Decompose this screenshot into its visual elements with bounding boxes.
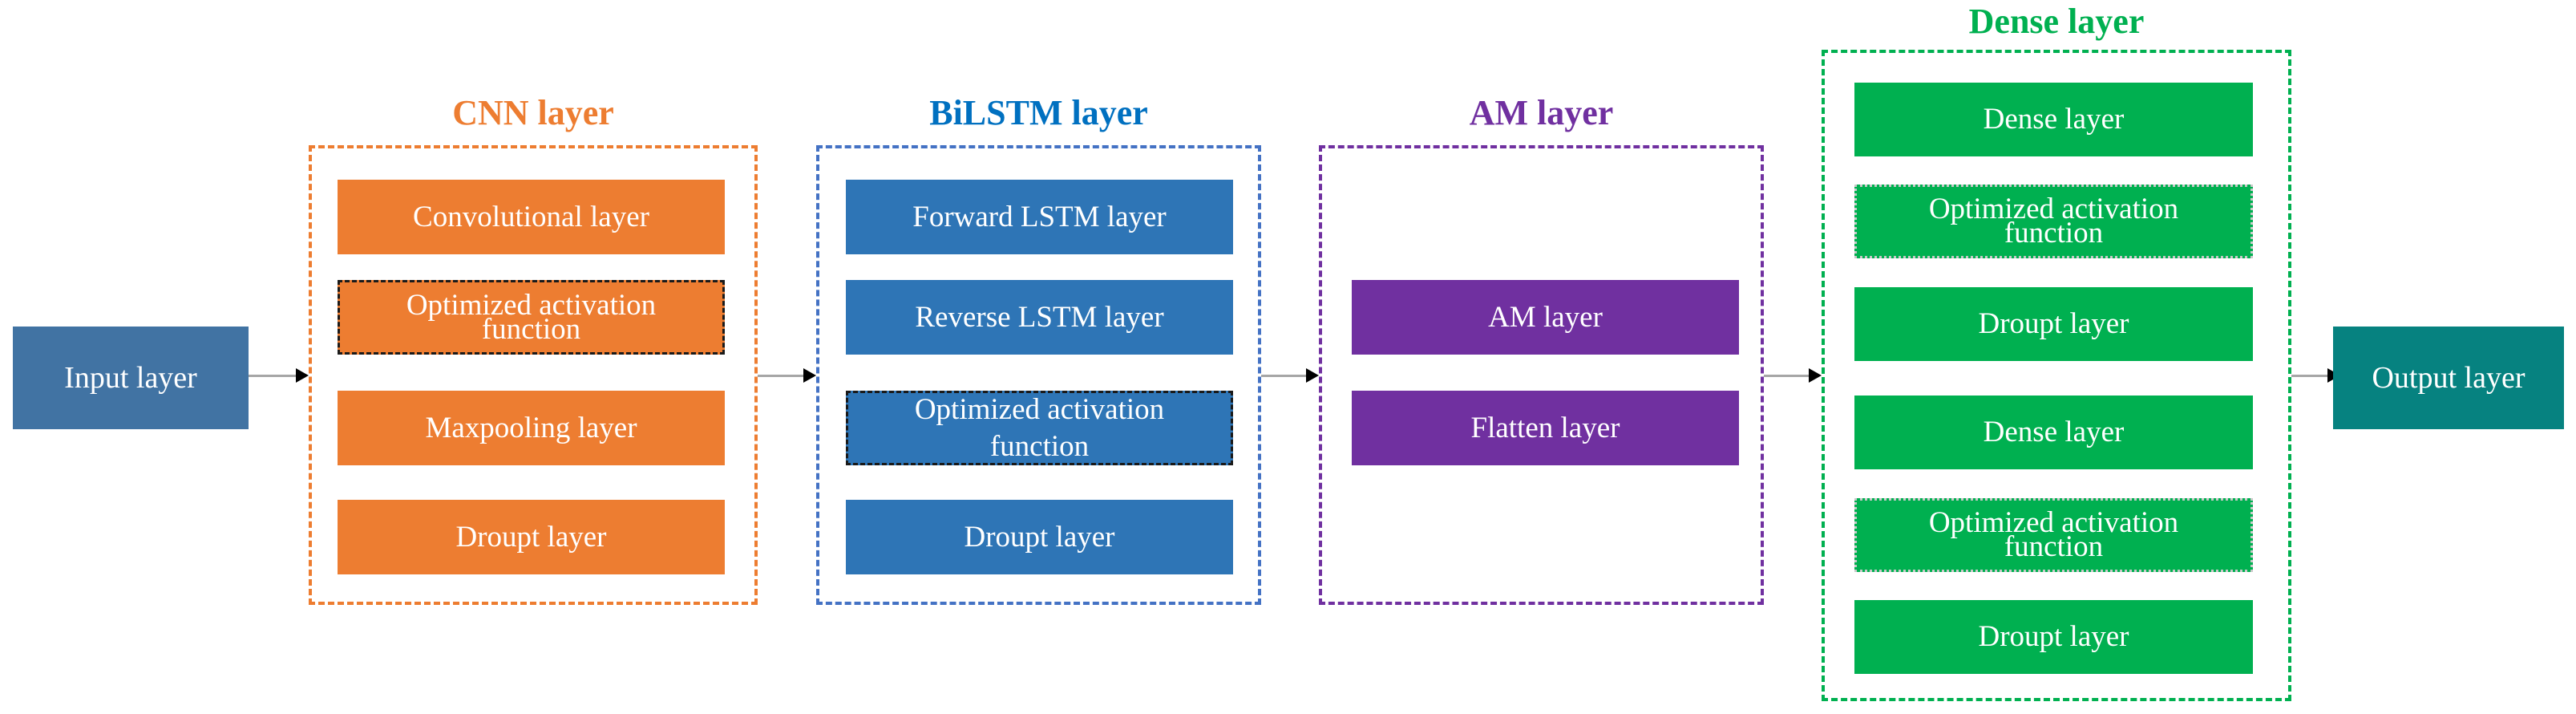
arrow-line	[1764, 375, 1811, 377]
bilstm-group: Forward LSTM layer Reverse LSTM layer Op…	[816, 145, 1261, 605]
bilstm-group-title: BiLSTM layer	[929, 93, 1148, 132]
arrow-cnn-to-bilstm	[758, 368, 816, 383]
arrow-line	[1261, 375, 1308, 377]
box-label-line1: Optimized activation	[1928, 193, 2179, 225]
cnn-box-maxpooling-layer: Maxpooling layer	[338, 391, 725, 465]
arrow-input-to-cnn	[249, 368, 309, 383]
dense-box-optimized-activation-function-2: Optimized activation function	[1854, 498, 2253, 572]
dense-box-droupt-layer-2: Droupt layer	[1854, 600, 2253, 674]
output-layer-label: Output layer	[2372, 361, 2525, 395]
box-label-line2: function	[989, 429, 1090, 463]
box-label: Droupt layer	[455, 520, 607, 554]
arrow-line	[249, 375, 298, 377]
arrow-head-icon	[1809, 368, 1822, 383]
box-label: AM layer	[1488, 300, 1603, 334]
box-label-line1: Optimized activation	[1928, 506, 2179, 539]
bilstm-box-droupt-layer: Droupt layer	[846, 500, 1233, 574]
bilstm-box-forward-lstm-layer: Forward LSTM layer	[846, 180, 1233, 254]
am-group: AM layer Flatten layer	[1319, 145, 1764, 605]
arrow-head-icon	[803, 368, 816, 383]
input-layer-node: Input layer	[13, 327, 249, 429]
dense-box-droupt-layer-1: Droupt layer	[1854, 287, 2253, 361]
box-label: Maxpooling layer	[425, 411, 637, 444]
arrow-bilstm-to-am	[1261, 368, 1319, 383]
box-label: Droupt layer	[964, 520, 1115, 554]
bilstm-box-reverse-lstm-layer: Reverse LSTM layer	[846, 280, 1233, 355]
box-label: Flatten layer	[1470, 411, 1620, 444]
cnn-box-convolutional-layer: Convolutional layer	[338, 180, 725, 254]
box-label: Dense layer	[1983, 103, 2125, 136]
arrow-line	[758, 375, 806, 377]
dense-box-dense-layer-2: Dense layer	[1854, 396, 2253, 469]
box-label-line2: function	[2004, 217, 2104, 249]
dense-group: Dense layer Optimized activation functio…	[1822, 50, 2291, 701]
box-label: Droupt layer	[1978, 620, 2129, 653]
box-label: Forward LSTM layer	[912, 200, 1167, 233]
cnn-box-optimized-activation-function: Optimized activation function	[338, 280, 725, 355]
box-label: Reverse LSTM layer	[915, 300, 1164, 334]
am-box-flatten-layer: Flatten layer	[1352, 391, 1739, 465]
arrow-line	[2291, 375, 2330, 377]
box-label: Dense layer	[1983, 416, 2125, 448]
arrow-head-icon	[1306, 368, 1319, 383]
bilstm-box-optimized-activation-function: Optimized activation function	[846, 391, 1233, 465]
arrow-am-to-dense	[1764, 368, 1822, 383]
output-layer-node: Output layer	[2333, 327, 2564, 429]
cnn-group-title: CNN layer	[452, 93, 614, 132]
box-label-line2: function	[481, 312, 581, 346]
box-label-line1: Optimized activation	[406, 288, 657, 322]
box-label-line2: function	[2004, 530, 2104, 563]
box-label-line1: Optimized activation	[914, 392, 1165, 426]
arrow-head-icon	[296, 368, 309, 383]
input-layer-label: Input layer	[64, 361, 197, 395]
cnn-box-droupt-layer: Droupt layer	[338, 500, 725, 574]
am-box-am-layer: AM layer	[1352, 280, 1739, 355]
dense-group-title: Dense layer	[1968, 2, 2145, 41]
box-label: Convolutional layer	[413, 200, 649, 233]
am-group-title: AM layer	[1469, 93, 1614, 132]
cnn-group: Convolutional layer Optimized activation…	[309, 145, 758, 605]
dense-box-dense-layer-1: Dense layer	[1854, 83, 2253, 156]
box-label: Droupt layer	[1978, 307, 2129, 340]
dense-box-optimized-activation-function-1: Optimized activation function	[1854, 185, 2253, 258]
